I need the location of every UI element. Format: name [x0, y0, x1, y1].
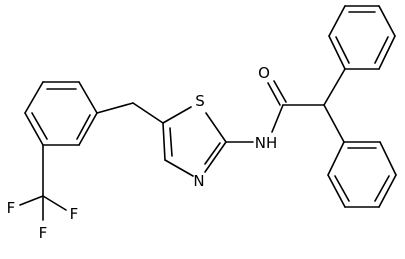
trifluoromethyl-group [19, 144, 67, 221]
sulfur-atom-label: S [195, 92, 205, 110]
trifluoromethylphenyl-ring [24, 81, 98, 146]
nitrogen-atom-label: N [193, 172, 204, 190]
fluorine-atom-label-right: F [70, 205, 79, 223]
amide-nh-label: NH [255, 134, 278, 152]
diphenylacetyl-linker [267, 68, 346, 143]
thiazole-ring [162, 106, 227, 177]
oxygen-atom-label: O [258, 64, 270, 82]
fluorine-atom-label-left: F [7, 199, 16, 217]
methylene-bridge [96, 102, 164, 124]
upper-phenyl-ring [328, 5, 396, 70]
lower-phenyl-ring [327, 141, 397, 208]
fluorine-atom-label-bottom: F [39, 224, 48, 242]
